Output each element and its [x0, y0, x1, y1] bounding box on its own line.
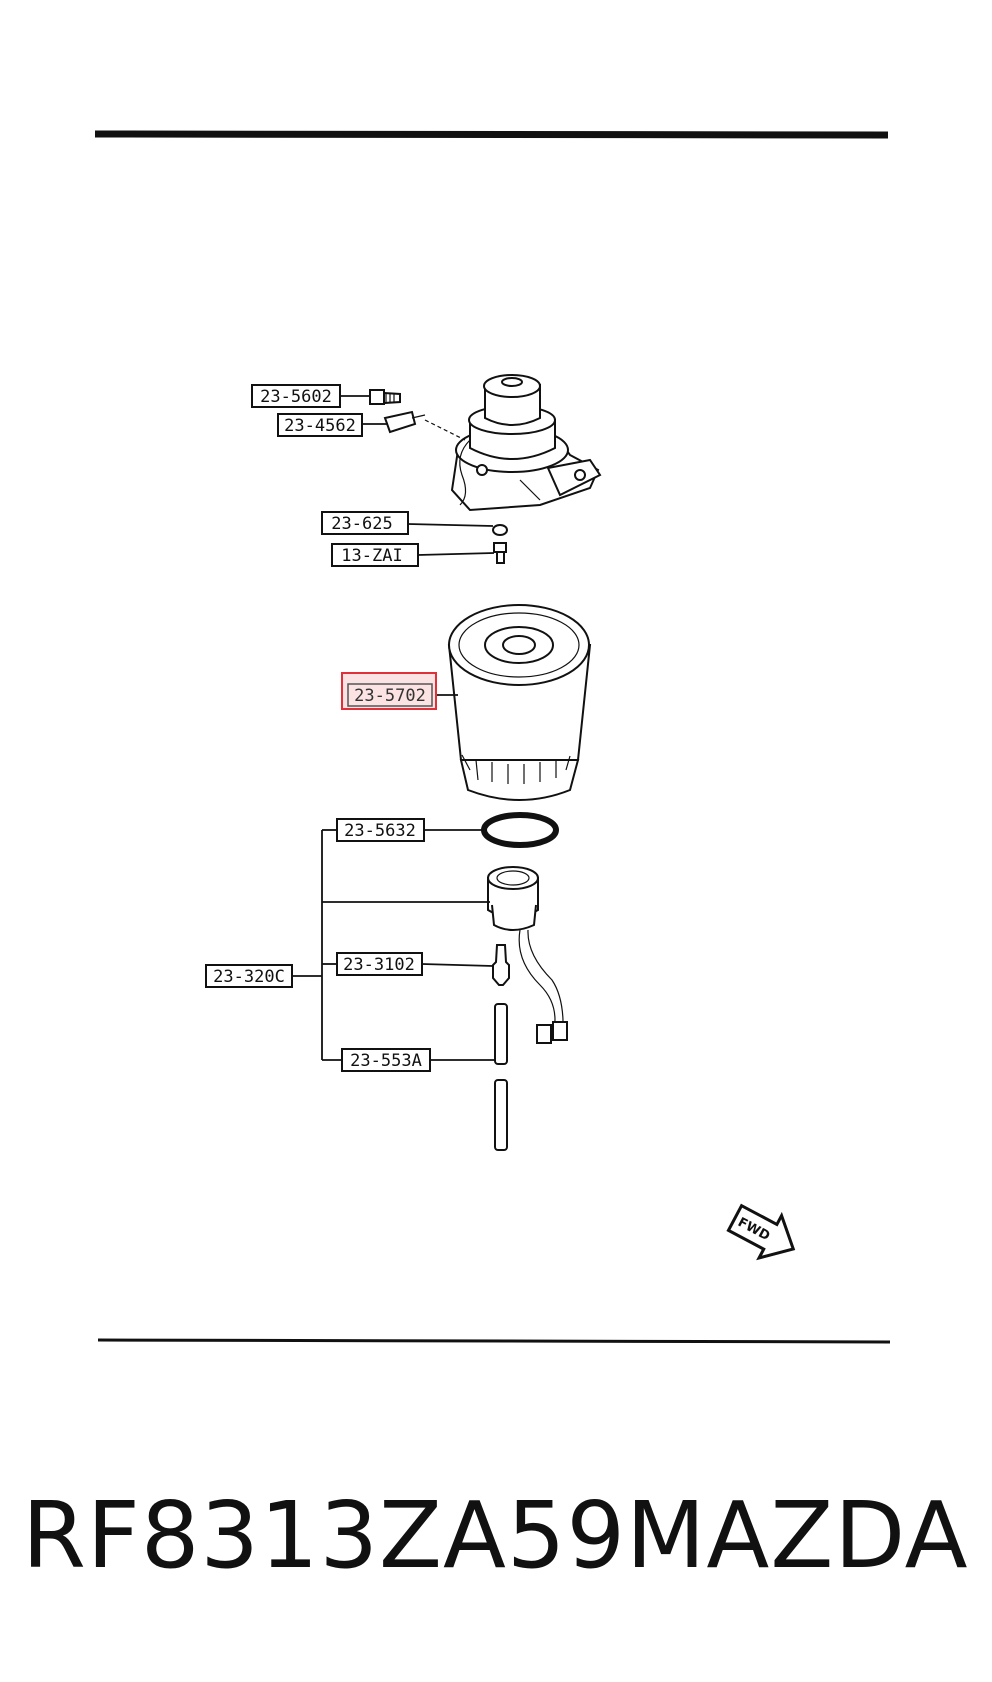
svg-text:23-4562: 23-4562 [284, 416, 356, 436]
label-23-3102[interactable]: 23-3102 [336, 952, 423, 976]
svg-text:23-5702: 23-5702 [354, 686, 426, 706]
connector-23-4562 [383, 410, 466, 441]
o-ring [481, 812, 559, 848]
drain-plug [492, 944, 510, 986]
svg-text:23-320C: 23-320C [213, 967, 285, 987]
label-23-320c[interactable]: 23-320C [205, 964, 293, 988]
tube-lower [494, 1079, 508, 1151]
parts-diagram: 23-5602 23-4562 23-625 13-ZAI 23-5702 23… [94, 130, 891, 1344]
filter-element [447, 604, 592, 801]
bolt-23-5602 [369, 389, 401, 405]
leader-13zai [417, 552, 495, 556]
label-23-625[interactable]: 23-625 [321, 511, 409, 535]
caption: RF8313ZA59 MAZDA [0, 1480, 992, 1590]
svg-text:23-553A: 23-553A [350, 1051, 422, 1071]
leader-3102 [421, 963, 494, 967]
filter-head-assembly [450, 374, 602, 512]
bottom-rule [97, 1338, 891, 1344]
svg-text:13-ZAI: 13-ZAI [341, 546, 402, 566]
label-23-5602[interactable]: 23-5602 [251, 384, 341, 408]
bracket-320c [292, 829, 490, 1061]
label-23-5632[interactable]: 23-5632 [336, 818, 425, 842]
label-23-553a[interactable]: 23-553A [341, 1048, 431, 1072]
svg-text:23-625: 23-625 [331, 514, 392, 534]
tube-upper [494, 1003, 508, 1065]
part-number-text: RF8313ZA59 [22, 1481, 627, 1589]
svg-text:23-5602: 23-5602 [260, 387, 332, 407]
label-13-zai[interactable]: 13-ZAI [331, 543, 419, 567]
label-23-5702-highlighted[interactable]: 23-5702 [341, 672, 437, 710]
label-23-4562[interactable]: 23-4562 [277, 413, 363, 437]
leader-625 [407, 523, 494, 527]
top-rule [94, 130, 889, 139]
brand-text: MAZDA [626, 1481, 969, 1589]
svg-text:23-3102: 23-3102 [343, 955, 415, 975]
svg-text:23-5632: 23-5632 [344, 821, 416, 841]
fwd-arrow-icon: FWD [726, 1203, 796, 1261]
sensor-body [487, 866, 568, 1044]
washer-23-625 [492, 524, 508, 536]
bolt-13-zai [493, 542, 507, 564]
